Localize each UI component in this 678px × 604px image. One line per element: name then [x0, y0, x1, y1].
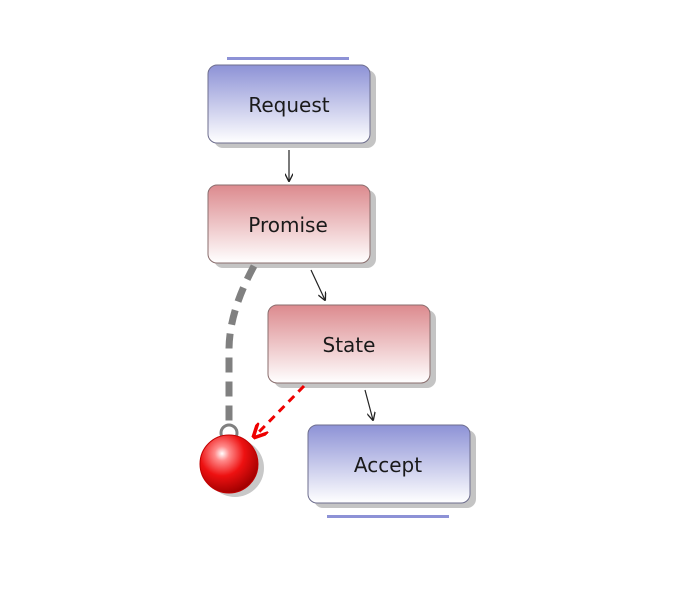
- edge-state-accept: [364, 389, 373, 420]
- node-accept[interactable]: Accept: [307, 424, 476, 508]
- accept-bottom-bar: [327, 515, 449, 518]
- edge-state-end: [255, 384, 306, 436]
- node-request-label: Request: [248, 93, 329, 117]
- node-request[interactable]: Request: [207, 64, 376, 148]
- end-ball[interactable]: [199, 423, 264, 497]
- edge-promise-end: [225, 264, 258, 426]
- end-ball-sphere: [199, 434, 259, 494]
- node-state[interactable]: State: [267, 304, 436, 388]
- node-accept-label: Accept: [354, 453, 422, 477]
- node-state-label: State: [323, 333, 376, 357]
- node-promise[interactable]: Promise: [207, 184, 376, 268]
- node-promise-label: Promise: [248, 213, 328, 237]
- request-top-bar: [227, 57, 349, 60]
- edge-promise-state: [310, 269, 325, 300]
